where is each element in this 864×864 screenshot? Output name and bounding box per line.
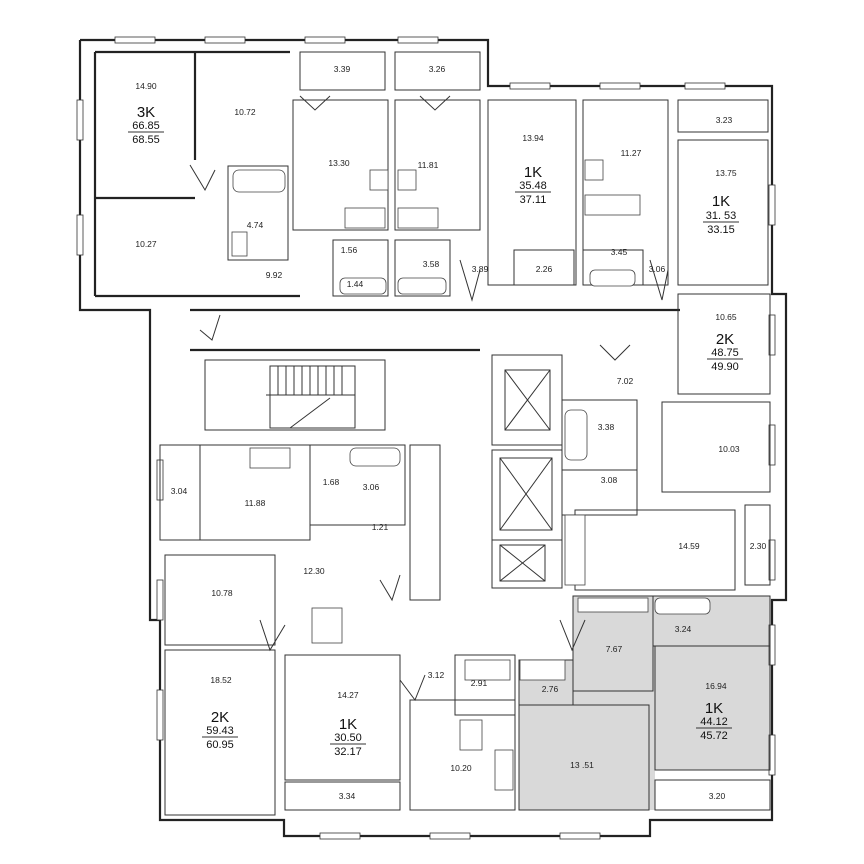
room-area-labels: 14.90 10.72 3.39 3.26 10.27 4.74 9.92 13… (135, 64, 766, 801)
room-area: 3.06 (649, 264, 666, 274)
room-area: 3.89 (472, 264, 489, 274)
room-area: 11.27 (621, 148, 642, 158)
room-area: 13.30 (328, 158, 350, 168)
apartment-label-1k-c: 1K 30.50 32.17 (330, 716, 366, 758)
room-area: 3.06 (363, 482, 380, 492)
apartment-type: 2K (211, 709, 229, 726)
apartment-total-area: 49.90 (711, 361, 739, 373)
apartment-living-area: 35.48 (519, 180, 547, 192)
room-area: 2.76 (542, 684, 559, 694)
room-area: 3.20 (709, 791, 726, 801)
room-area: 3.45 (611, 247, 628, 257)
apartment-living-area: 31. 53 (706, 210, 737, 222)
apartment-type: 1K (524, 164, 542, 181)
apartment-type: 2K (716, 331, 734, 348)
apartment-total-area: 33.15 (707, 224, 735, 236)
apartment-living-area: 66.85 (132, 120, 160, 132)
room-area: 11.88 (245, 498, 266, 508)
room-area: 16.94 (705, 681, 727, 691)
room-area: 2.26 (536, 264, 553, 274)
room-area: 3.34 (339, 791, 356, 801)
apartment-type: 3K (137, 104, 155, 121)
apartment-label-1k-d: 1K 44.12 45.72 (696, 700, 732, 742)
room-area: 10.20 (450, 763, 472, 773)
room-area: 14.59 (678, 541, 700, 551)
room-area: 2.30 (750, 541, 767, 551)
room-area: 10.27 (135, 239, 157, 249)
room-area: 18.52 (210, 675, 232, 685)
room-area: 3.23 (716, 115, 733, 125)
apartment-total-area: 45.72 (700, 730, 728, 742)
room-area: 10.78 (211, 588, 233, 598)
stair-treads (266, 366, 355, 429)
apartment-label-1k-b: 1K 31. 53 33.15 (703, 193, 739, 236)
room-area: 1.68 (323, 477, 340, 487)
room-area: 10.03 (718, 444, 740, 454)
apartment-total-area: 68.55 (132, 134, 160, 146)
apartment-living-area: 48.75 (711, 347, 739, 359)
apartment-living-area: 59.43 (206, 725, 234, 737)
room-area: 3.24 (675, 624, 692, 634)
room-area: 3.26 (429, 64, 446, 74)
apartment-total-area: 32.17 (334, 746, 362, 758)
apartment-total-area: 37.11 (520, 194, 547, 206)
room-area: 12.30 (303, 566, 325, 576)
room-area: 10.72 (234, 107, 256, 117)
fixtures (231, 159, 711, 791)
room-area: 1.44 (347, 279, 364, 289)
doors (189, 95, 669, 702)
outer-walls (76, 36, 788, 840)
room-area: 3.12 (428, 670, 445, 680)
apartment-type: 1K (712, 193, 730, 210)
room-area: 13.94 (522, 133, 544, 143)
apartment-living-area: 30.50 (334, 732, 362, 744)
room-area: 3.58 (423, 259, 440, 269)
apartment-type: 1K (705, 700, 723, 717)
room-area: 3.39 (334, 64, 351, 74)
apartment-label-2k-a: 2K 48.75 49.90 (707, 331, 743, 373)
room-area: 3.08 (601, 475, 618, 485)
room-area: 14.90 (135, 81, 157, 91)
room-area: 11.81 (418, 160, 439, 170)
apartment-living-area: 44.12 (700, 716, 728, 728)
apartment-label-1k-a: 1K 35.48 37.11 (515, 164, 551, 206)
apartment-labels: 3K 66.85 68.55 1K 35.48 37.11 1K 31. 53 … (128, 104, 743, 758)
room-area: 13 .51 (570, 760, 594, 770)
room-area: 10.65 (715, 312, 737, 322)
room-area: 3.38 (598, 422, 615, 432)
room-area: 1.56 (341, 245, 358, 255)
apartment-label-2k-b: 2K 59.43 60.95 (202, 709, 238, 751)
room-area: 4.74 (247, 220, 264, 230)
room-area: 3.04 (171, 486, 188, 496)
room-area: 1.21 (372, 522, 389, 532)
room-area: 2.91 (471, 678, 488, 688)
room-area: 14.27 (337, 690, 359, 700)
room-area: 9.92 (266, 270, 283, 280)
room-area: 7.67 (606, 644, 623, 654)
apartment-total-area: 60.95 (206, 739, 234, 751)
room-area: 13.75 (715, 168, 737, 178)
apartment-type: 1K (339, 716, 357, 733)
room-area: 7.02 (617, 376, 634, 386)
highlighted-apartment (519, 596, 770, 810)
apartment-label-3k: 3K 66.85 68.55 (128, 104, 164, 146)
interior-walls (93, 50, 771, 816)
